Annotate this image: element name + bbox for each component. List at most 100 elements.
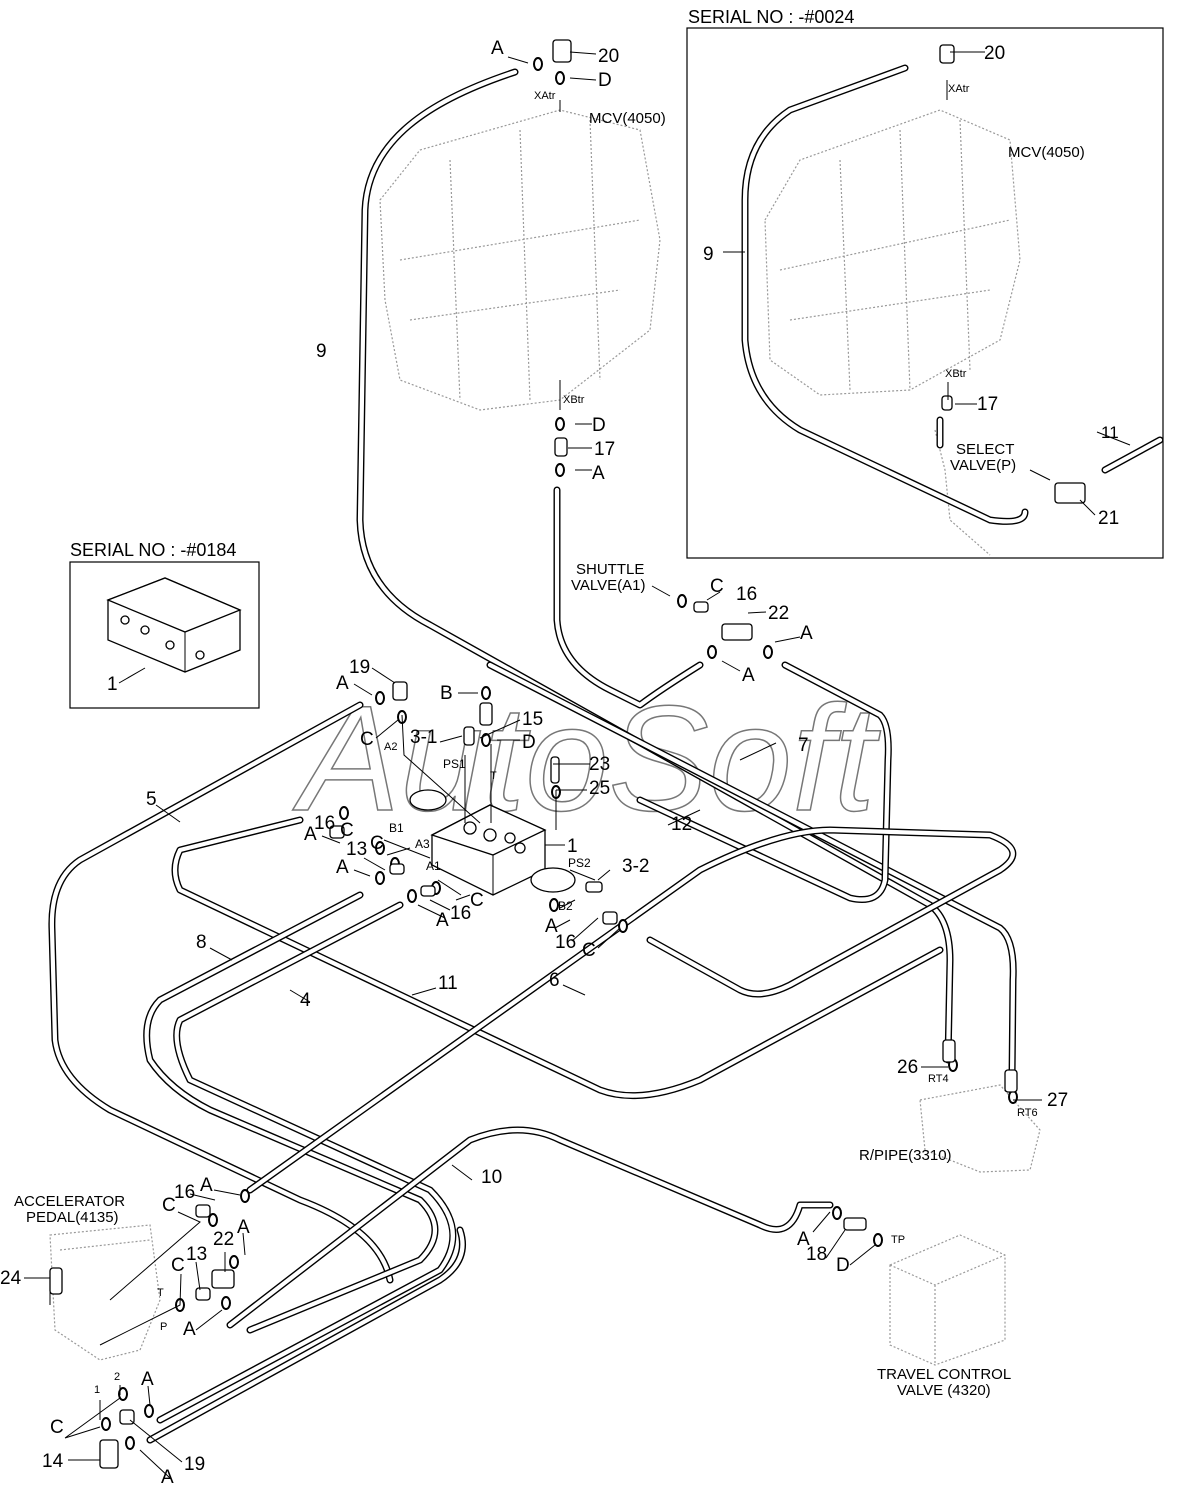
- callout-label: 14: [42, 1451, 64, 1472]
- hoses: [48, 64, 1164, 1444]
- callout-label: A: [336, 673, 349, 694]
- fitting: [479, 702, 493, 726]
- hose-19-lower: [146, 1226, 466, 1444]
- fitting: [721, 623, 753, 641]
- callout-label: SELECT: [956, 441, 1014, 458]
- hose-8: [171, 816, 944, 1100]
- callout-label: C: [710, 576, 724, 597]
- callout-label: 15: [522, 709, 543, 730]
- select-valve-dotted: [934, 429, 991, 556]
- callout-label: C: [370, 833, 384, 854]
- callout-label: 11: [1101, 423, 1119, 442]
- callout-label: A: [304, 824, 317, 845]
- o-ring: [375, 871, 385, 885]
- callout-label: A: [200, 1175, 213, 1196]
- callout-label: 22: [213, 1229, 234, 1250]
- callout-label: 16: [736, 584, 757, 605]
- callout-label: 8: [196, 932, 207, 953]
- o-ring: [481, 733, 491, 747]
- hose-9: [356, 68, 954, 1064]
- callout-label: 16: [174, 1182, 195, 1203]
- callout-label: A: [742, 665, 755, 686]
- o-ring: [1008, 1090, 1018, 1104]
- inset-serial-0184-frame: [69, 561, 260, 709]
- callout-label: B2: [558, 899, 573, 913]
- fitting: [195, 1287, 211, 1301]
- callout-label: XAtr: [948, 83, 970, 95]
- o-ring: [221, 1296, 231, 1310]
- callout-label: 3-1: [410, 727, 437, 748]
- callout-label: A: [545, 916, 558, 937]
- callout-label: 20: [598, 46, 619, 67]
- callout-label: 10: [481, 1167, 502, 1188]
- callout-label: A: [141, 1369, 154, 1390]
- callout-label: C: [470, 890, 484, 911]
- hose-12: [486, 661, 1017, 1084]
- hose-10: [226, 1126, 834, 1329]
- inset-serial-0024-title: SERIAL NO : -#0024: [688, 7, 854, 27]
- fitting: [693, 601, 709, 613]
- callout-label: 16: [555, 932, 576, 953]
- fitting: [389, 863, 405, 875]
- callout-label: 16: [314, 813, 335, 834]
- valve-block-1: [409, 789, 576, 896]
- callout-label: 17: [594, 439, 615, 460]
- o-ring: [549, 898, 559, 912]
- callout-label: 1: [94, 1384, 100, 1396]
- o-ring: [144, 1404, 154, 1418]
- callout-label: A: [237, 1217, 250, 1238]
- callout-label: 2: [114, 1371, 120, 1383]
- hose-main-shuttle: [553, 486, 704, 709]
- callout-labels: 20XAtrMCV(4050)9XBtr1711SELECTVALVE(P)21…: [0, 38, 1119, 1488]
- callout-label: 12: [671, 814, 692, 835]
- callout-label: 19: [349, 657, 370, 678]
- callout-label: T: [490, 770, 497, 782]
- callout-label: A: [183, 1319, 196, 1340]
- callout-label: VALVE (4320): [897, 1382, 991, 1399]
- callout-label: A: [800, 623, 813, 644]
- hose-11: [156, 436, 1164, 1424]
- o-ring: [101, 1417, 111, 1431]
- hose-7: [636, 661, 892, 903]
- callout-label: 11: [438, 973, 458, 994]
- callout-label: A: [491, 38, 504, 59]
- callout-label: A: [161, 1467, 174, 1488]
- callout-label: 20: [984, 43, 1005, 64]
- callout-label: 13: [346, 839, 367, 860]
- o-ring: [555, 417, 565, 431]
- hose-6: [246, 826, 1017, 1194]
- fitting: [99, 1439, 119, 1469]
- callout-label: PS2: [568, 856, 591, 870]
- callout-label: D: [836, 1255, 850, 1276]
- callout-label: C: [340, 820, 354, 841]
- callout-label: A: [592, 463, 605, 484]
- callout-label: C: [582, 940, 596, 961]
- fitting: [195, 1204, 211, 1218]
- callout-label: D: [598, 70, 612, 91]
- fitting: [49, 1267, 63, 1295]
- callout-label: 21: [1098, 508, 1119, 529]
- fitting: [463, 726, 475, 746]
- fitting: [211, 1269, 235, 1289]
- callout-label: B: [440, 683, 453, 704]
- callout-label: MCV(4050): [589, 110, 666, 127]
- callout-label: 5: [146, 789, 157, 810]
- callout-label: 6: [549, 970, 560, 991]
- callout-label: RT4: [928, 1073, 949, 1085]
- callout-label: 26: [897, 1057, 918, 1078]
- o-ring: [375, 691, 385, 705]
- o-ring: [618, 919, 628, 933]
- fitting: [420, 885, 436, 897]
- callout-label: 17: [977, 394, 998, 415]
- callout-label: C: [162, 1195, 176, 1216]
- callout-label: A1: [426, 859, 441, 873]
- o-ring: [533, 57, 543, 71]
- callout-label: XBtr: [945, 368, 967, 380]
- mcv-inset-body: [764, 109, 1021, 396]
- o-ring: [125, 1436, 135, 1450]
- callout-label: XBtr: [563, 394, 585, 406]
- callout-label: D: [522, 732, 536, 753]
- hose-5: [48, 701, 394, 1284]
